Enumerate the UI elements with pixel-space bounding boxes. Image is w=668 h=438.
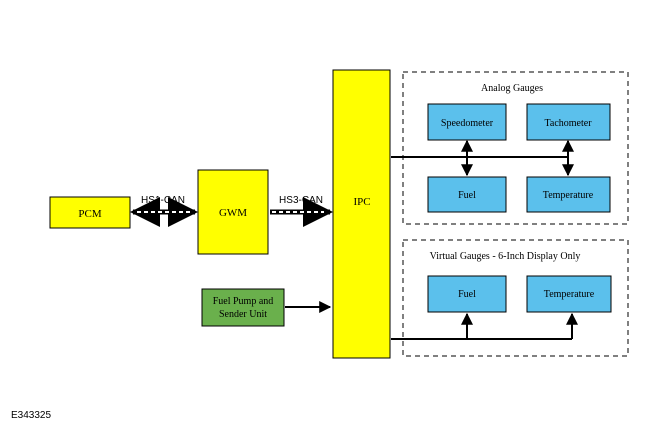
analog-temperature-box [526, 176, 611, 213]
tachometer-label: Tachometer [544, 118, 592, 129]
speedometer-label: Speedometer [441, 118, 494, 129]
hs3-can-label: HS3-CAN [279, 195, 323, 206]
virtual-temperature-label: Temperature [544, 289, 595, 300]
gwm-label: GWM [219, 207, 247, 219]
speedometer-box [427, 103, 507, 141]
fuel-pump-label-line1: Fuel Pump and [213, 296, 274, 307]
fuel-pump-box [201, 288, 285, 327]
virtual-gauges-group [402, 239, 629, 357]
gwm-box [197, 169, 269, 255]
tachometer-box [526, 103, 611, 141]
hs1-can-label: HS1-CAN [141, 195, 185, 206]
fuel-pump-label-line2: Sender Unit [219, 309, 267, 320]
figure-id: E343325 [11, 410, 51, 421]
virtual-gauges-title: Virtual Gauges - 6-Inch Display Only [430, 251, 581, 262]
pcm-box [49, 196, 131, 229]
analog-gauges-title: Analog Gauges [481, 83, 543, 94]
virtual-temperature-box [526, 275, 612, 313]
analog-fuel-label: Fuel [458, 190, 476, 201]
ipc-box [332, 69, 391, 359]
pcm-label: PCM [78, 208, 101, 220]
analog-temperature-label: Temperature [543, 190, 594, 201]
ipc-label: IPC [353, 196, 370, 208]
analog-fuel-box [427, 176, 507, 213]
virtual-fuel-label: Fuel [458, 289, 476, 300]
virtual-fuel-box [427, 275, 507, 313]
analog-gauges-group [402, 71, 629, 225]
